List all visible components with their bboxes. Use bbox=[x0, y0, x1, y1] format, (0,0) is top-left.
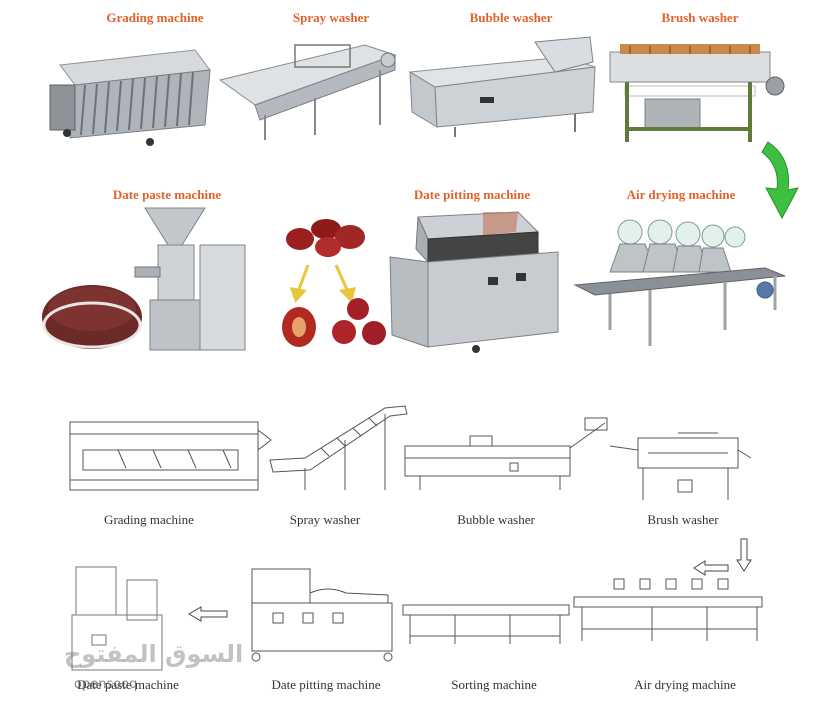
air-drying-machine-photo bbox=[573, 219, 786, 346]
green-flow-arrow bbox=[761, 141, 799, 220]
sketch-label-pitting: Date pitting machine bbox=[271, 677, 381, 692]
photo-title-spray: Spray washer bbox=[292, 10, 370, 25]
down-arrow-icon bbox=[736, 538, 752, 572]
date-pitting-machine-sketch bbox=[251, 568, 393, 662]
sketch-label-sorting: Sorting machine bbox=[451, 677, 537, 692]
sketch-label-grading: Grading machine bbox=[104, 512, 194, 527]
dates-photo bbox=[282, 219, 386, 347]
brush-washer-sketch bbox=[609, 432, 752, 500]
sketch-label-spray: Spray washer bbox=[289, 512, 361, 527]
photo-title-brush: Brush washer bbox=[661, 10, 739, 25]
date-paste-machine-photo bbox=[42, 207, 246, 351]
spray-washer-sketch bbox=[269, 405, 408, 490]
date-paste-machine-sketch bbox=[71, 566, 163, 671]
brush-washer-photo bbox=[609, 44, 785, 142]
watermark-arabic: السوق المفتوح bbox=[64, 640, 244, 668]
photo-title-air: Air drying machine bbox=[626, 187, 736, 202]
photo-title-grading: Grading machine bbox=[106, 10, 204, 25]
sketch-label-brush: Brush washer bbox=[647, 512, 719, 527]
grading-machine-photo bbox=[49, 49, 211, 146]
sorting-machine-sketch bbox=[402, 604, 570, 644]
photo-title-paste: Date paste machine bbox=[112, 187, 222, 202]
date-pitting-machine-photo bbox=[389, 211, 559, 353]
bubble-washer-sketch bbox=[404, 417, 608, 490]
sketch-label-paste: Date paste machine bbox=[77, 677, 179, 692]
photo-title-bubble: Bubble washer bbox=[469, 10, 553, 25]
sketch-label-bubble: Bubble washer bbox=[457, 512, 535, 527]
left-arrow-icon-left bbox=[188, 606, 228, 622]
left-arrow-icon-right bbox=[693, 560, 729, 576]
watermark-latin: opensooq bbox=[74, 677, 138, 692]
spray-washer-photo bbox=[218, 44, 397, 140]
grading-machine-sketch bbox=[69, 421, 272, 491]
air-drying-machine-sketch bbox=[573, 578, 763, 641]
bubble-washer-photo bbox=[408, 36, 596, 137]
photo-title-pitting: Date pitting machine bbox=[413, 187, 531, 202]
sketch-label-air: Air drying machine bbox=[634, 677, 736, 692]
